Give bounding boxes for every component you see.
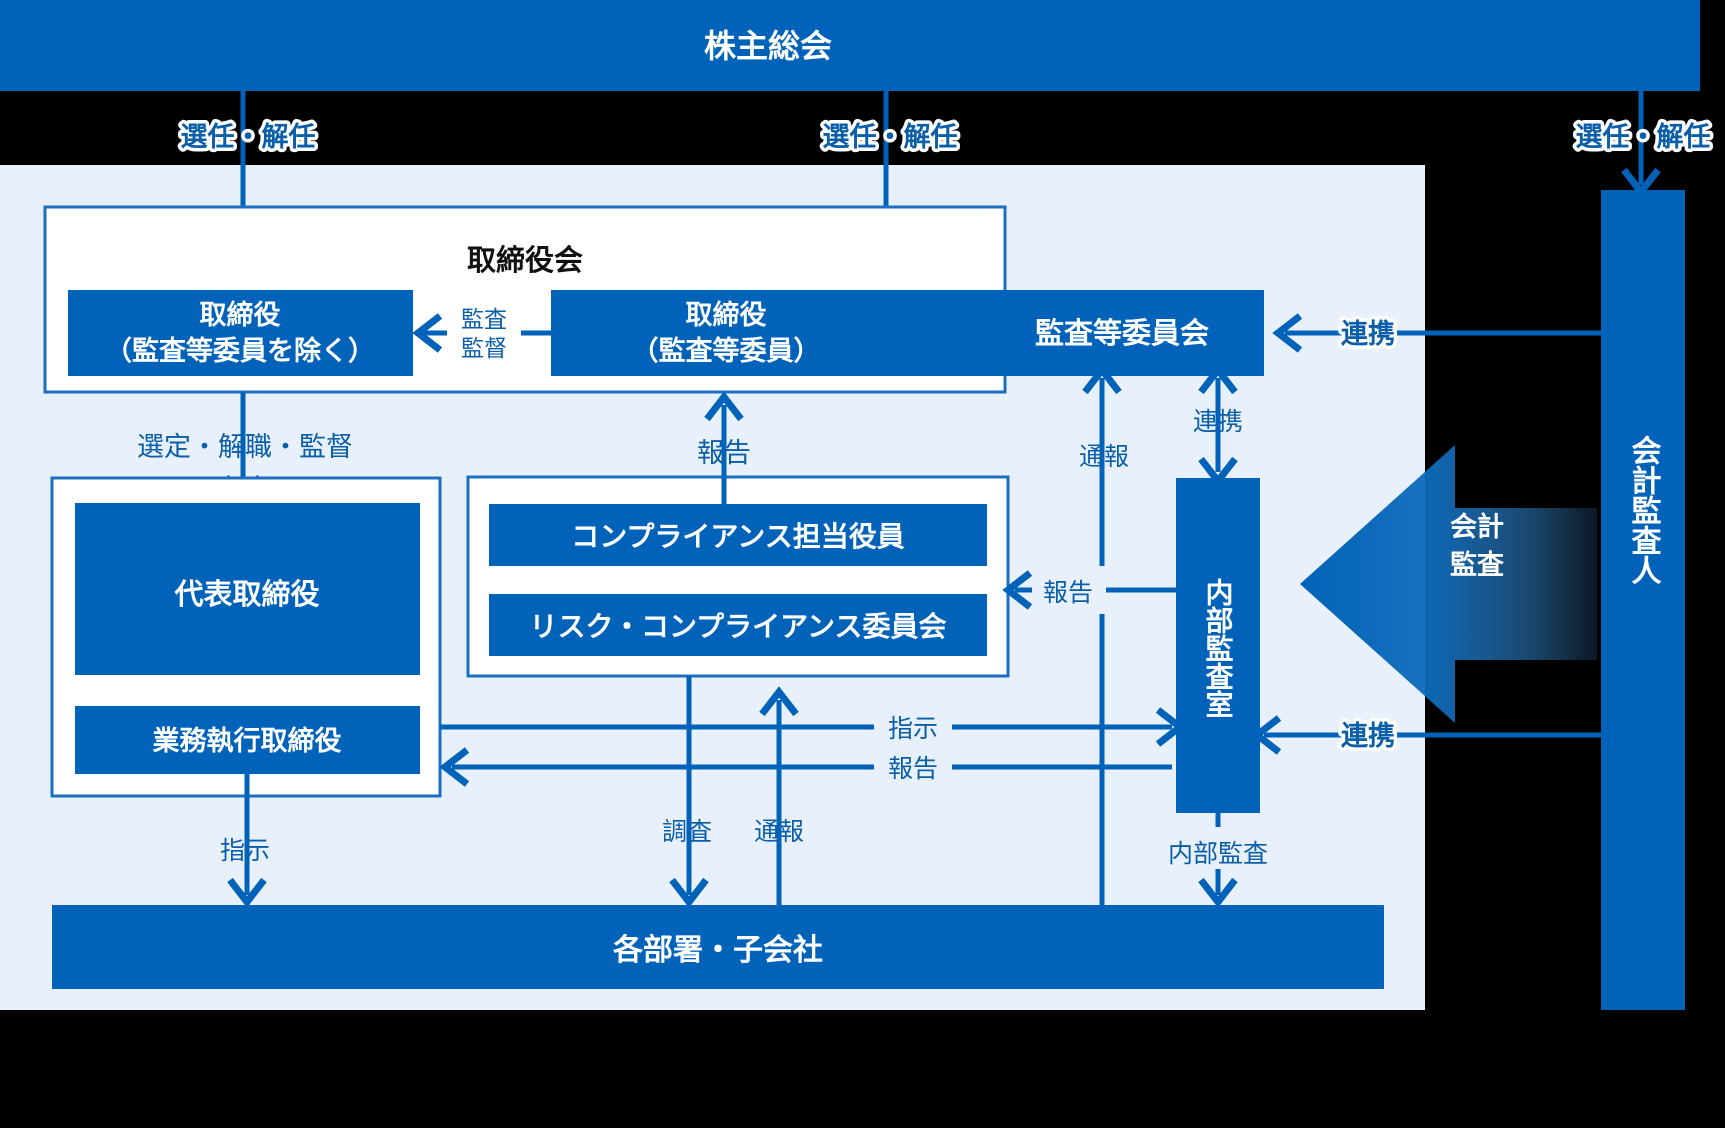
arrowhead-left-report-committee xyxy=(1002,570,1033,610)
arrowhead-up-cooperation-internal xyxy=(1198,364,1238,395)
arrowhead-down-cooperation-internal xyxy=(1198,456,1238,487)
edge-label-appoint-dismiss-center: 選任・解任 xyxy=(823,122,958,153)
report-label-backdrop xyxy=(874,745,952,789)
edge-label-select-dismiss-supervise: 選定・解職・監督 xyxy=(137,432,353,463)
edge-label-supervise: 監督 xyxy=(461,336,507,362)
arrowhead-left-cooperation-bottom xyxy=(1251,715,1282,755)
arrowhead-up-whistleblow xyxy=(759,686,799,717)
arrowhead-left-cooperation-top xyxy=(1272,313,1303,353)
edge-label-report-to-board: 報告 xyxy=(697,438,751,469)
edge-label-cooperation-top: 連携 xyxy=(1341,319,1395,350)
director-nonaudit-label-line1: 取締役 xyxy=(200,299,281,331)
representative-director-box xyxy=(75,503,420,675)
compliance-officer-label: コンプライアンス担当役員 xyxy=(571,520,904,553)
edge-label-report-to-committee: 報告 xyxy=(1043,578,1093,607)
audit-committee-label: 監査等委員会 xyxy=(1035,316,1209,350)
internal-audit-label-backdrop xyxy=(1140,827,1300,869)
edge-label-investigation: 調査 xyxy=(662,817,712,846)
shareholders-meeting-label: 株主総会 xyxy=(704,27,832,65)
arrowhead-up-report-to-board xyxy=(704,391,744,422)
director-audit-box xyxy=(551,290,1264,376)
edge-label-cooperation-bottom: 連携 xyxy=(1341,721,1395,752)
accounting-audit-label-line1: 会計 xyxy=(1450,511,1504,543)
accounting-auditor-bar xyxy=(1601,190,1685,1010)
edge-label-internal-audit: 内部監査 xyxy=(1168,839,1268,868)
departments-subsidiaries-box xyxy=(52,905,1384,989)
edge-label-cooperation-committee-internal: 連携 xyxy=(1193,407,1243,436)
risk-compliance-committee-box xyxy=(489,594,987,656)
arrowhead-right-cooperation-top xyxy=(1611,313,1642,353)
accounting-audit-label-line2: 監査 xyxy=(1450,550,1504,581)
director-nonaudit-label-line2: （監査等委員を除く） xyxy=(105,335,375,367)
executive-director-label: 業務執行取締役 xyxy=(153,725,342,757)
arrowhead-right-instruction xyxy=(1155,707,1186,747)
shareholders-meeting-bar xyxy=(0,0,1700,91)
representative-director-label: 代表取締役 xyxy=(173,577,319,611)
arrowhead-left-audit-supervise xyxy=(412,313,443,353)
arrowhead-down-instruction-departments xyxy=(227,877,267,908)
risk-compliance-committee-label: リスク・コンプライアンス委員会 xyxy=(530,610,947,643)
edge-label-report: 報告 xyxy=(888,754,938,783)
accounting-audit-block-arrow xyxy=(1300,445,1597,723)
arrowhead-down-internal-audit xyxy=(1198,877,1238,908)
edge-label-audit: 監査 xyxy=(461,307,507,333)
director-audit-label-line2: （監査等委員） xyxy=(632,335,821,367)
edge-label-whistleblow-to-committee: 通報 xyxy=(1079,442,1129,471)
instruction-label-backdrop xyxy=(874,705,952,749)
director-nonaudit-box xyxy=(68,290,413,376)
report-committee-label-backdrop xyxy=(1032,566,1106,614)
edge-label-instruction: 指示 xyxy=(888,714,938,743)
arrowhead-left-report xyxy=(439,747,470,787)
edge-label-appoint-dismiss-left: 選任・解任 xyxy=(181,122,316,153)
director-audit-label-line1: 取締役 xyxy=(686,299,767,331)
accounting-auditor-label: 会計監査人 xyxy=(1626,435,1662,585)
edge-label-instruction-to-departments: 指示 xyxy=(220,836,270,865)
executive-director-box xyxy=(75,706,420,774)
departments-subsidiaries-label: 各部署・子会社 xyxy=(612,933,823,968)
edge-label-whistleblow: 通報 xyxy=(754,817,804,846)
board-of-directors-title: 取締役会 xyxy=(467,243,583,277)
arrowhead-up-whistleblow-committee xyxy=(1082,364,1122,395)
audit-supervise-label-backdrop xyxy=(447,303,521,365)
arrowhead-right-cooperation-bottom xyxy=(1611,715,1642,755)
internal-audit-office-box xyxy=(1176,478,1260,813)
internal-audit-office-label: 内部監査室 xyxy=(1202,578,1235,718)
arrowhead-down-investigation xyxy=(669,877,709,908)
edge-label-appoint-dismiss-right: 選任・解任 xyxy=(1576,122,1711,153)
compliance-officer-box xyxy=(489,504,987,566)
